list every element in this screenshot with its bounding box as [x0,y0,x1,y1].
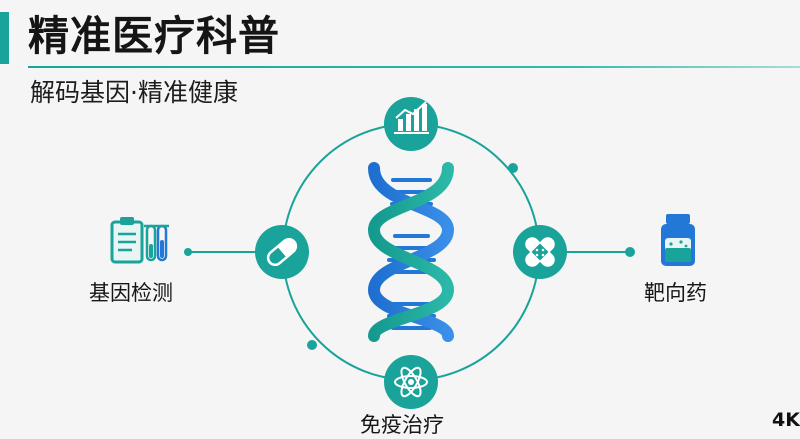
clipboard-testtube-icon [110,217,169,264]
gene-testing-label: 基因检测 [89,281,173,305]
resolution-watermark: 4K [772,409,800,431]
ring-dot [508,163,518,173]
atom-icon [384,355,438,409]
title-divider [28,66,800,68]
bar-chart-icon [384,97,438,151]
immunotherapy-label: 免疫治疗 [360,413,444,437]
dna-helix-icon [367,162,455,342]
medicine-bottle-icon [661,214,695,266]
title-accent-bar [0,12,9,64]
page-title: 精准医疗科普 [28,12,280,60]
pill-capsule-icon [255,225,309,279]
ring-dot [307,340,317,350]
page-subtitle: 解码基因·精准健康 [30,78,238,107]
precision-medicine-diagram [110,97,695,409]
main-ring [282,123,540,381]
connector-dot [625,247,635,257]
bandage-icon [513,225,567,279]
targeted-drugs-label: 靶向药 [644,281,707,305]
connector-dot [184,248,192,256]
